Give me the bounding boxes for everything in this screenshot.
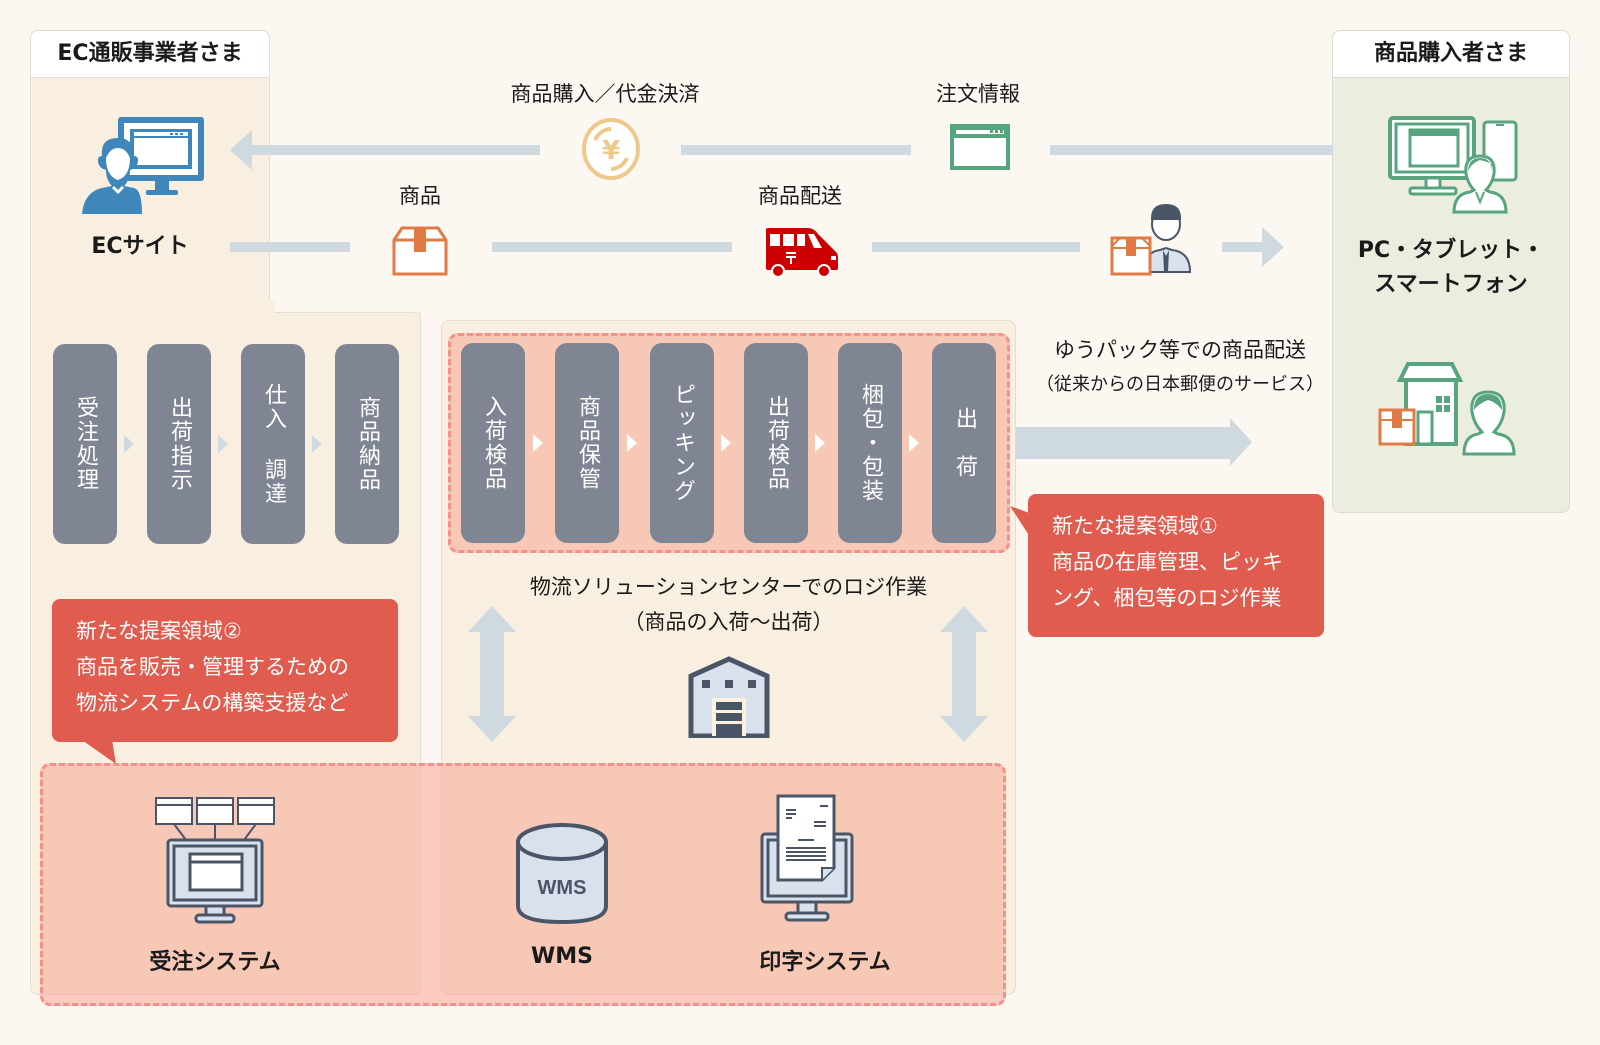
warehouse-icon	[688, 656, 770, 739]
step-arrow-icon	[124, 435, 134, 453]
postal-truck-icon	[764, 226, 840, 278]
delivery-person-icon	[1110, 196, 1192, 276]
order-system-icon	[154, 796, 276, 926]
ec-site-label: ECサイト	[91, 234, 189, 259]
order-info-line-right	[1050, 145, 1333, 155]
ec-operator-header: EC通販事業者さま	[30, 30, 270, 78]
step-arrow-icon	[533, 434, 543, 452]
step-arrow-icon	[627, 434, 637, 452]
logi-step-receiving-inspection: 入荷検品	[461, 343, 525, 543]
yupack-arrow-shaft	[1016, 427, 1231, 459]
center-title: 物流ソリューションセンターでのロジ作業	[529, 575, 928, 599]
double-arrow-right-icon	[940, 606, 988, 742]
callout-1-title: 新たな提案領域①	[1052, 514, 1218, 538]
proposal-area-1-callout: 新たな提案領域① 商品の在庫管理、ピッキ ング、梱包等のロジ作業	[1028, 494, 1324, 637]
step-arrow-icon	[909, 434, 919, 452]
yupack-label: ゆうパック等での商品配送	[1054, 338, 1306, 362]
step-arrow-icon	[721, 434, 731, 452]
delivery-line-right	[872, 242, 1080, 252]
callout-2-title: 新たな提案領域②	[76, 619, 242, 643]
product-line-left	[230, 242, 350, 252]
callout-2-line3: 物流システムの構築支援など	[76, 691, 349, 715]
order-system-label: 受注システム	[149, 950, 281, 975]
buyer-header: 商品購入者さま	[1332, 30, 1570, 78]
ec-step-shipping-instruction: 出荷指示	[147, 344, 211, 544]
payment-line-left	[252, 145, 540, 155]
svg-text:¥: ¥	[602, 136, 620, 166]
buyer-home-icon	[1378, 362, 1520, 458]
buyer-device-label-line2: スマートフォン	[1374, 272, 1528, 297]
ec-operator-pc-icon	[80, 114, 206, 214]
ec-operator-panel-corner	[263, 300, 275, 314]
yupack-arrow-head-icon	[1230, 418, 1252, 466]
logi-step-shipping: 出 荷	[932, 343, 996, 543]
ec-operator-panel-lower-top-edge	[268, 312, 421, 324]
arrow-left-head-icon	[230, 130, 252, 170]
ec-step-order-processing: 受注処理	[53, 344, 117, 544]
logi-step-packing: 梱包・包装	[838, 343, 902, 543]
callout-1-line2: 商品の在庫管理、ピッキ	[1052, 550, 1283, 574]
logi-step-storage: 商品保管	[555, 343, 619, 543]
callout-2-pointer	[82, 740, 122, 764]
arrow-right-head-icon	[1262, 227, 1284, 267]
buyer-devices-icon	[1388, 116, 1518, 214]
product-label: 商品	[399, 184, 441, 208]
yupack-sublabel: （従来からの日本郵便のサービス）	[1036, 374, 1324, 395]
product-line-middle	[492, 242, 732, 252]
step-arrow-icon	[815, 434, 825, 452]
callout-1-line3: ング、梱包等のロジ作業	[1052, 586, 1282, 610]
ec-step-product-delivery: 商品納品	[335, 344, 399, 544]
cardboard-box-icon	[392, 226, 448, 276]
logi-step-shipping-inspection: 出荷検品	[744, 343, 808, 543]
printing-system-label: 印字システム	[759, 950, 891, 975]
printing-system-icon	[760, 794, 854, 926]
ec-step-procurement: 仕入 調達	[241, 344, 305, 544]
delivery-label: 商品配送	[758, 184, 842, 208]
step-arrow-icon	[312, 435, 322, 453]
delivery-arrow-shaft	[1222, 242, 1262, 252]
yen-coin-icon: ¥	[581, 118, 641, 180]
center-subtitle: （商品の入荷〜出荷）	[623, 610, 834, 634]
step-arrow-icon	[218, 435, 228, 453]
svg-text:WMS: WMS	[538, 877, 587, 899]
order-info-label: 注文情報	[936, 82, 1020, 106]
buyer-device-label-line1: PC・タブレット・	[1357, 238, 1545, 263]
wms-label: WMS	[530, 944, 593, 969]
wms-database-icon: WMS	[515, 822, 609, 926]
callout-2-line2: 商品を販売・管理するための	[76, 655, 349, 679]
payment-line-middle	[681, 145, 911, 155]
payment-label: 商品購入／代金決済	[510, 82, 700, 106]
logi-step-picking: ピッキング	[650, 343, 714, 543]
proposal-area-2-callout: 新たな提案領域② 商品を販売・管理するための 物流システムの構築支援など	[52, 599, 398, 742]
browser-window-icon	[950, 124, 1010, 170]
double-arrow-left-icon	[468, 606, 516, 742]
